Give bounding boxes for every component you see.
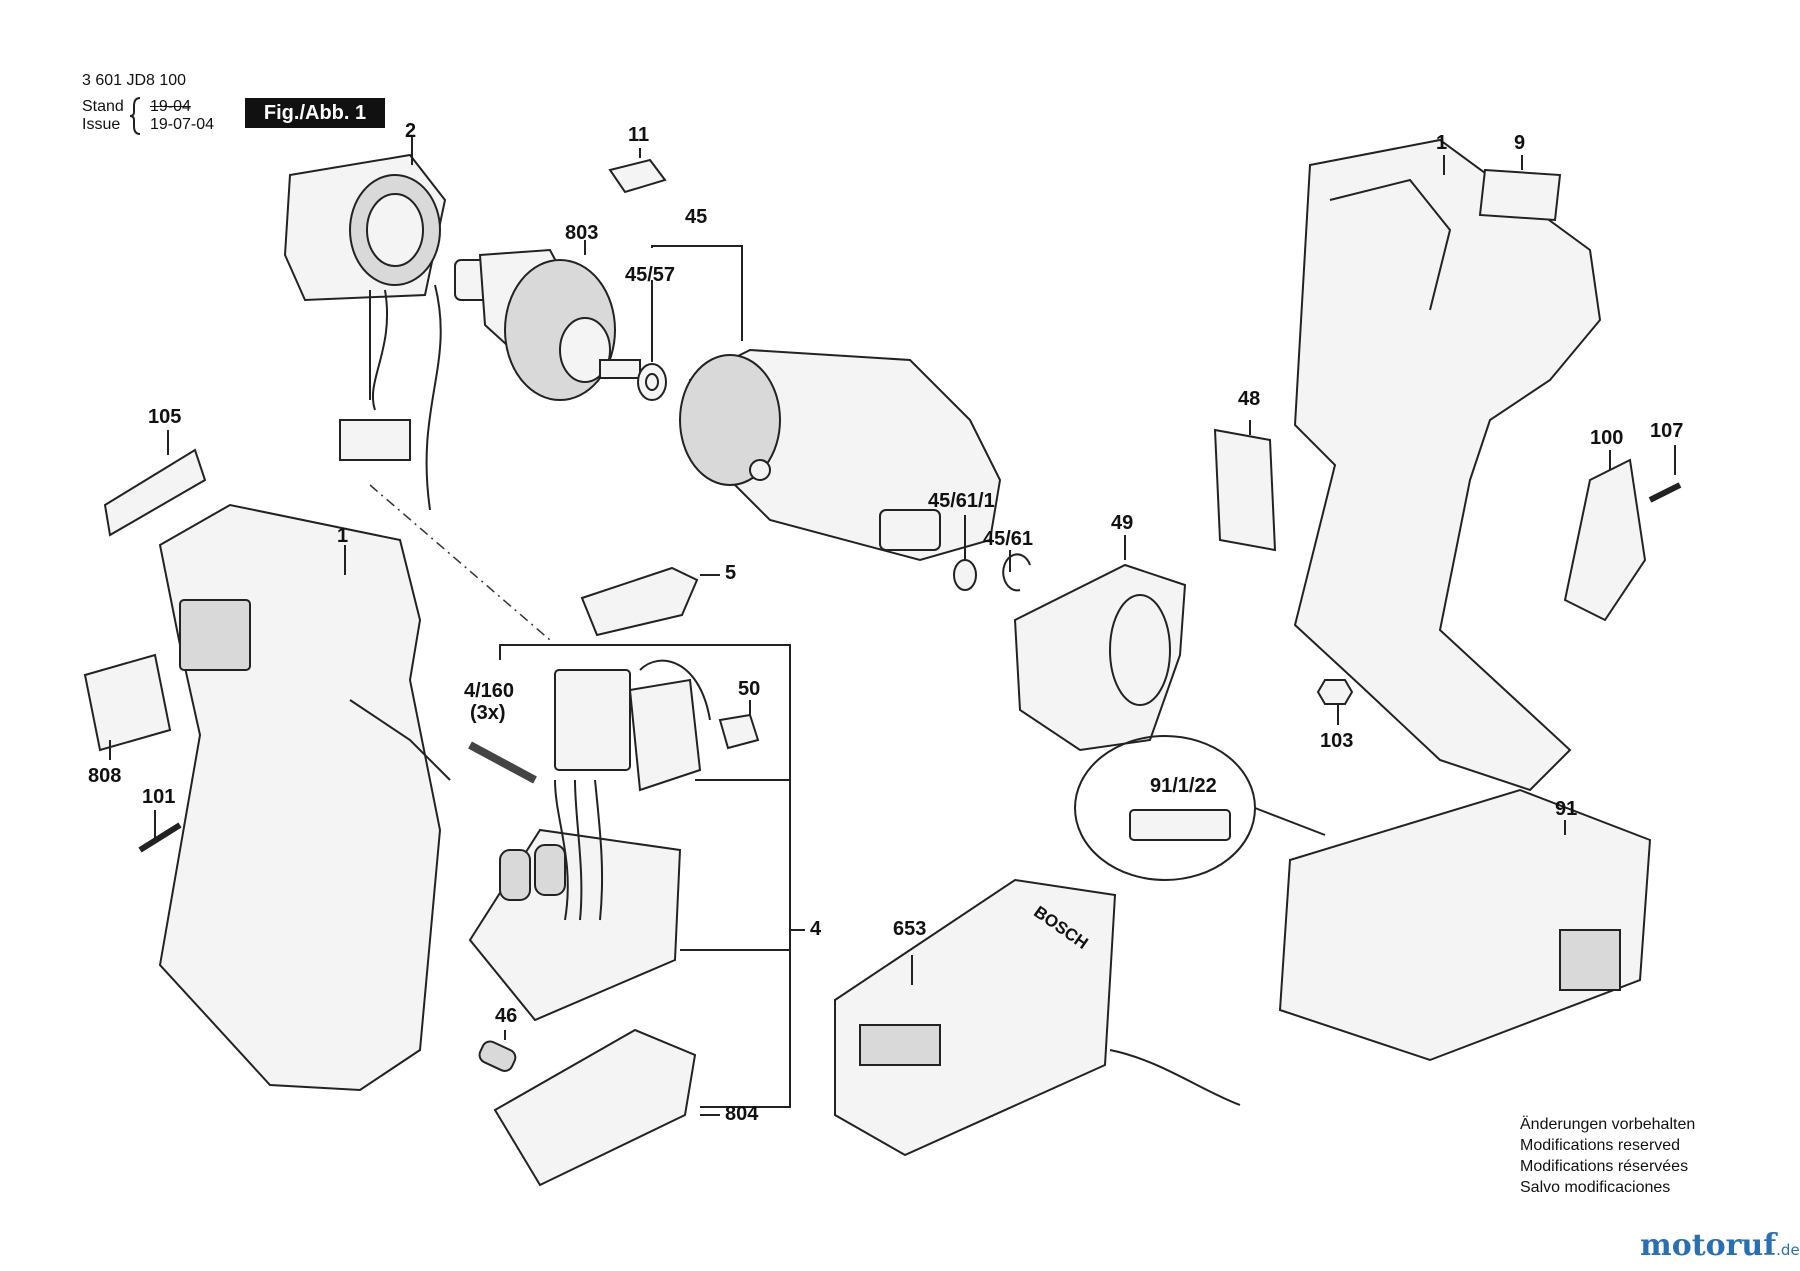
- spring-46: [478, 1040, 517, 1072]
- part-number: 3 601 JD8 100: [82, 72, 187, 89]
- bracket-45: [651, 245, 743, 341]
- electronics-module: [468, 779, 682, 1022]
- figure-label: Fig./Abb. 1: [245, 98, 385, 128]
- callout-45-61: 45/61: [983, 528, 1034, 550]
- belt-clip-100: [1563, 458, 1647, 622]
- callout-3x: (3x): [470, 702, 506, 724]
- callout-91: 91: [1555, 798, 1578, 820]
- issue-label: Issue: [82, 116, 121, 133]
- callout-653: 653: [893, 918, 927, 940]
- housing-left: [158, 503, 451, 1092]
- switch: [554, 659, 711, 792]
- callout-5: 5: [725, 562, 737, 584]
- callout-49: 49: [1111, 512, 1134, 534]
- pad-48: [1213, 428, 1277, 552]
- watermark-brand: motoruf: [1640, 1228, 1777, 1263]
- direction-switch: [580, 566, 699, 637]
- callout-2: 2: [405, 120, 417, 142]
- screw-107: [1648, 482, 1682, 503]
- battery-interface-804: [493, 1028, 697, 1187]
- clip: [608, 158, 667, 194]
- cover-plate-105: [103, 448, 207, 537]
- header-brace: [129, 97, 141, 135]
- issue-date: 19-07-04: [150, 116, 215, 133]
- note-de: Änderungen vorbehalten: [1520, 1116, 1696, 1133]
- bracket-4: [499, 644, 791, 1108]
- assembly-dashline: [369, 484, 551, 641]
- callout-48: 48: [1238, 388, 1261, 410]
- callout-100: 100: [1590, 427, 1624, 449]
- key-91-1-22: [1129, 809, 1231, 841]
- leader-91-1-22: [1254, 807, 1326, 836]
- stand-date: 19-04: [150, 98, 191, 115]
- housing-right: [1293, 138, 1602, 792]
- callout-4: 4: [810, 918, 822, 940]
- washer-45-61-1: [953, 559, 977, 591]
- callout-804: 804: [725, 1103, 759, 1125]
- stand-label: Stand: [82, 98, 124, 115]
- callout-50: 50: [738, 678, 761, 700]
- label-808: [83, 653, 172, 752]
- circlip-45-61: [1002, 553, 1031, 592]
- washer-45-57: [637, 363, 667, 401]
- inset-circle: [1074, 735, 1256, 881]
- label-9: [1478, 168, 1562, 222]
- field-stator: [283, 153, 447, 511]
- callout-91-1-22: 91/1/22: [1150, 775, 1217, 797]
- callout-107: 107: [1650, 420, 1684, 442]
- note-fr: Modifications réservées: [1520, 1158, 1689, 1175]
- callout-45-61-1: 45/61/1: [928, 490, 995, 512]
- armature: [454, 248, 641, 401]
- callout-45-57: 45/57: [625, 264, 676, 286]
- nut-103: [1316, 679, 1354, 705]
- watermark-tld: .de: [1776, 1241, 1800, 1259]
- callout-4-160: 4/160: [464, 680, 515, 702]
- pin-4-160: [468, 741, 537, 784]
- callout-105: 105: [148, 406, 182, 428]
- callout-803: 803: [565, 222, 599, 244]
- callout-101: 101: [142, 786, 176, 808]
- callout-46: 46: [495, 1005, 518, 1027]
- screw-101: [138, 822, 182, 853]
- watermark: motoruf.de: [1640, 1228, 1800, 1263]
- callout-45: 45: [685, 206, 708, 228]
- note-es: Salvo modificaciones: [1520, 1179, 1671, 1196]
- protective-cap: [1013, 563, 1187, 752]
- note-en: Modifications reserved: [1520, 1137, 1681, 1154]
- callout-1-left: 1: [337, 525, 349, 547]
- callout-808: 808: [88, 765, 122, 787]
- charger: [834, 878, 1241, 1157]
- callout-9: 9: [1514, 132, 1526, 154]
- gear-housing: [679, 348, 1002, 562]
- callout-11: 11: [628, 124, 650, 146]
- callout-103: 103: [1320, 730, 1354, 752]
- battery-pack: [1278, 788, 1652, 1062]
- switch-50: [718, 713, 760, 750]
- callout-1-right: 1: [1436, 132, 1448, 154]
